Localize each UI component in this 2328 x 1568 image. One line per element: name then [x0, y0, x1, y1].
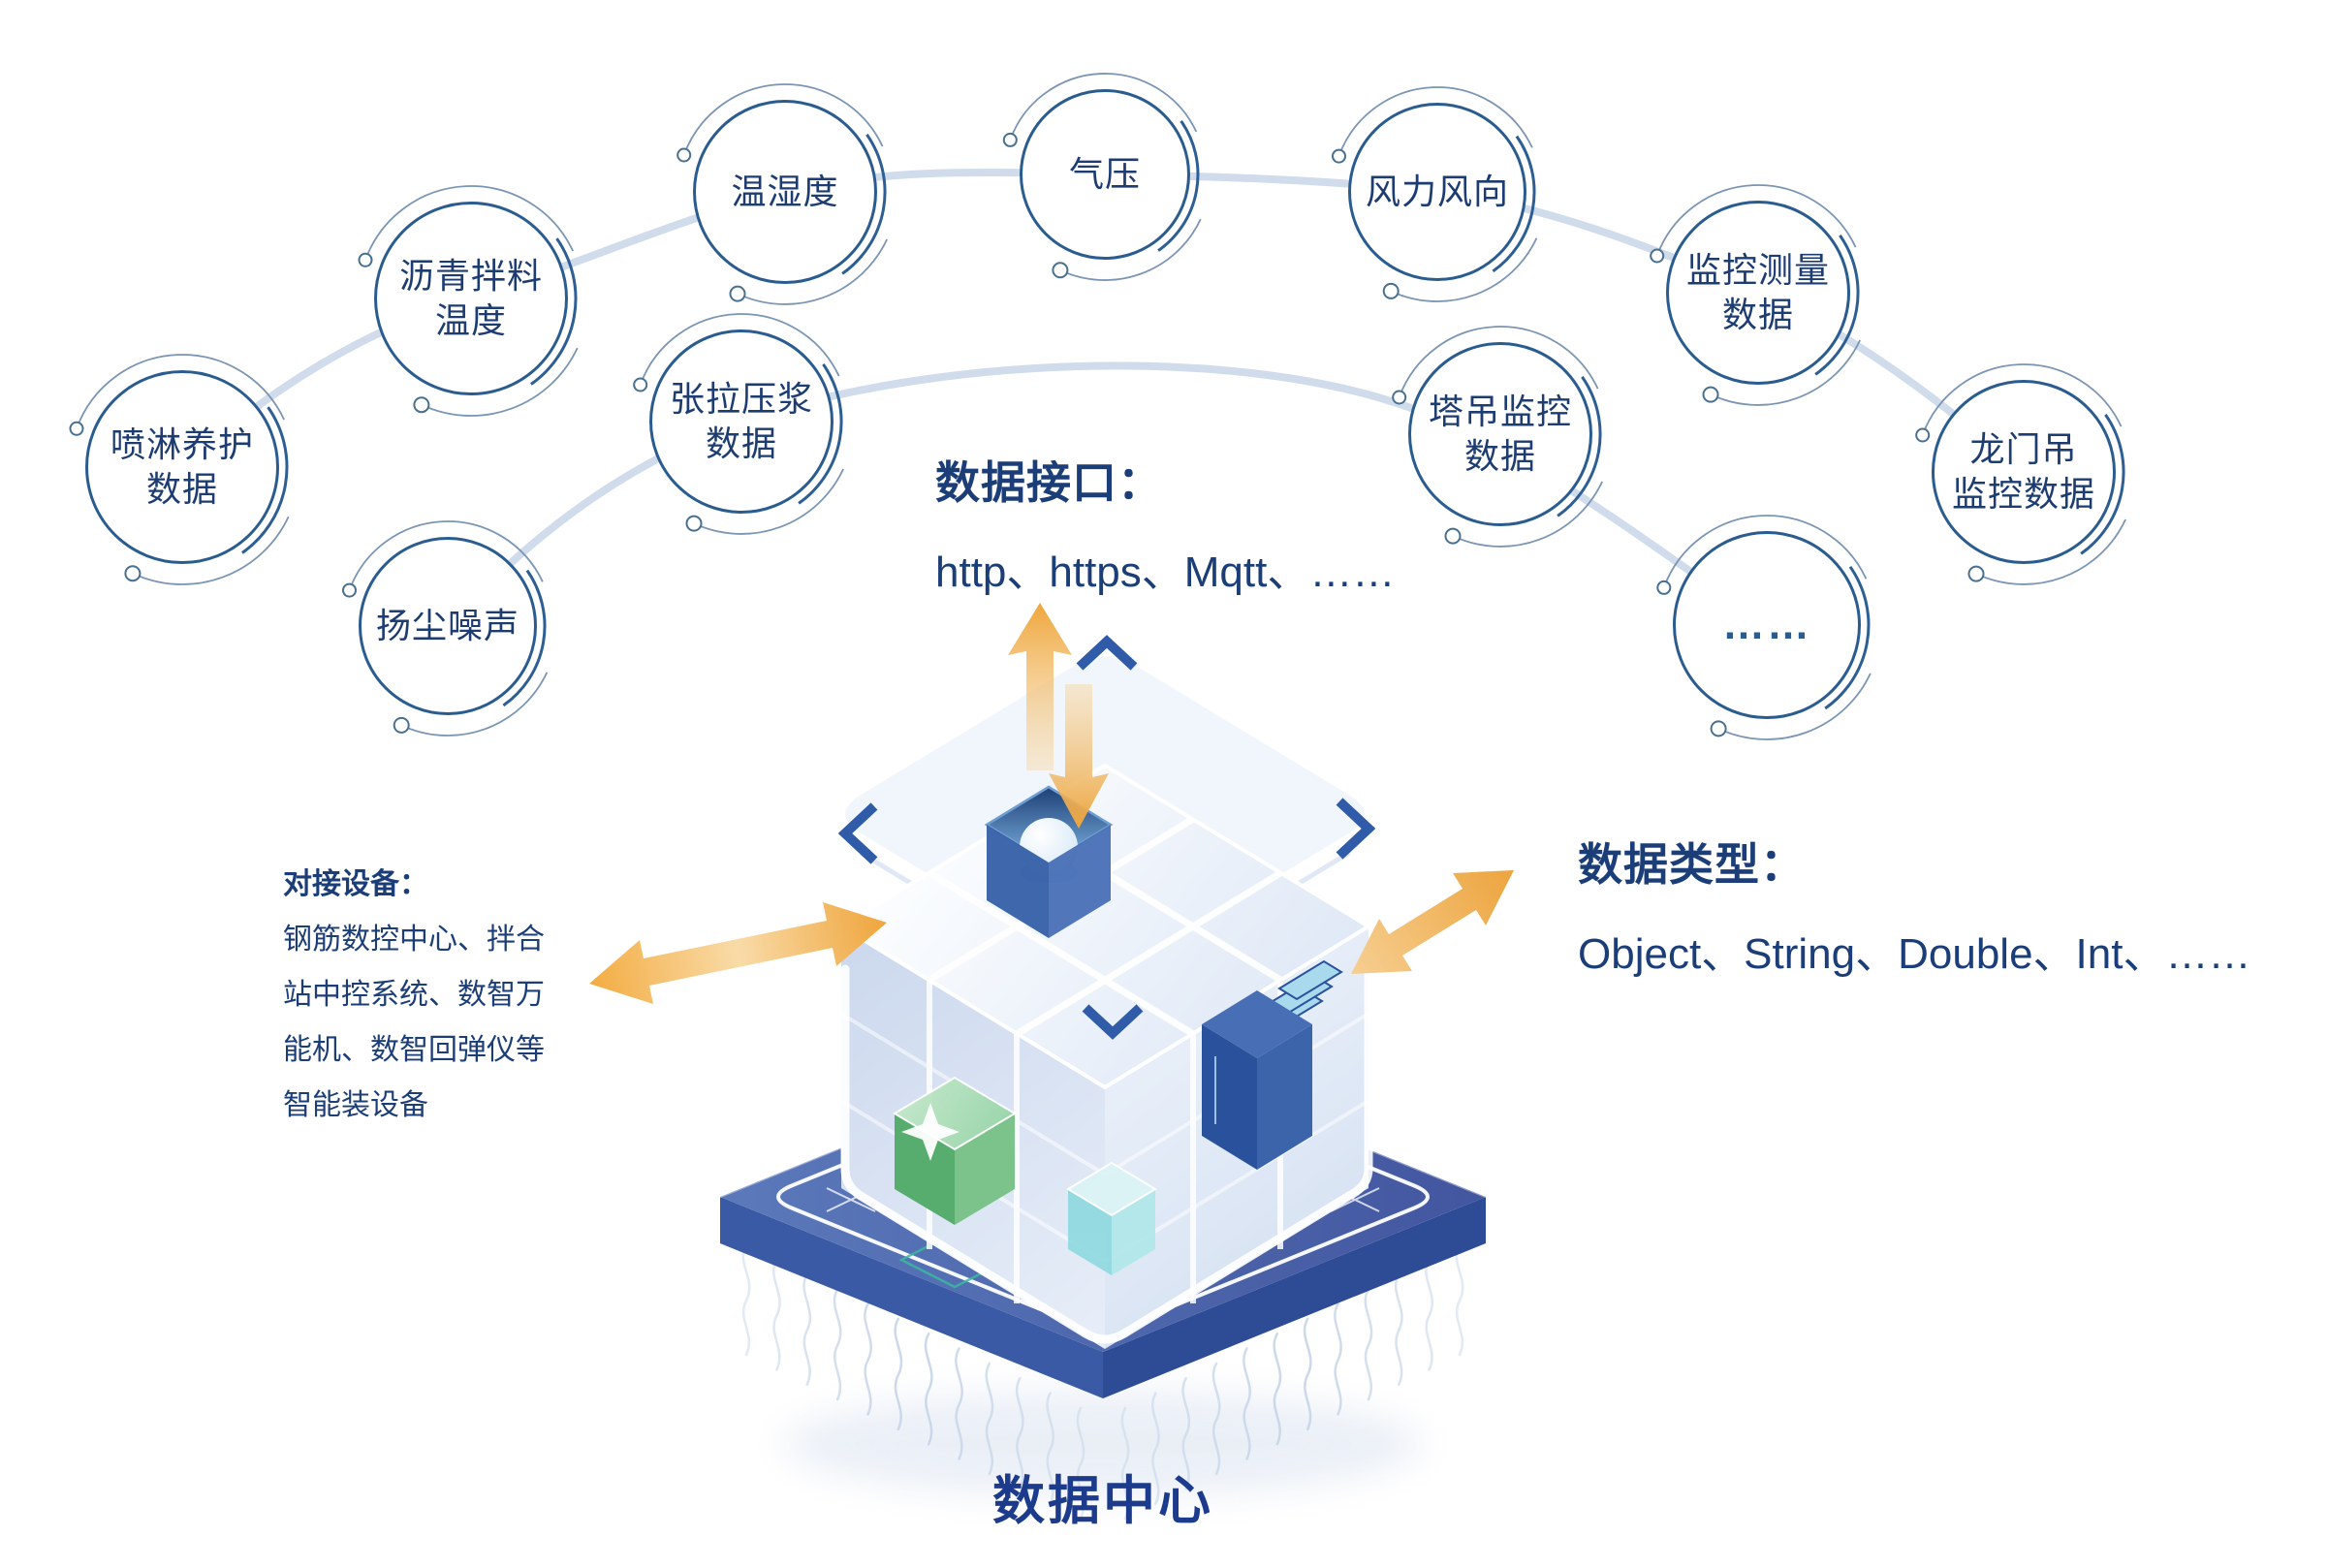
open-box-sphere-icon	[984, 785, 1114, 938]
data-center-cube	[837, 653, 1373, 1349]
node-air-pressure: 气压	[1020, 89, 1190, 260]
node-more-sources: ……	[1673, 531, 1861, 719]
down-arrow-icon	[1049, 684, 1109, 829]
node-label: 温湿度	[731, 171, 839, 211]
node-spray-curing-data: 喷淋养护 数据	[85, 370, 279, 564]
data-interface-title: 数据接口：	[935, 457, 1163, 508]
data-interface-block: 数据接口： http、https、Mqtt、……	[935, 448, 1395, 599]
node-label: ……	[1722, 600, 1811, 648]
node-monitoring-measurement-data: 监控测量 数据	[1666, 201, 1850, 385]
bracket-right-icon	[1336, 798, 1376, 860]
server-box-icon	[1202, 959, 1343, 1170]
node-label: 沥青拌料 温度	[398, 255, 543, 340]
node-tower-crane-monitoring-data: 塔吊监控 数据	[1408, 342, 1592, 526]
right-double-arrow-icon	[1351, 870, 1514, 974]
node-temperature-humidity: 温湿度	[693, 100, 877, 284]
green-cube-icon	[893, 1076, 1017, 1225]
bracket-top-icon	[1076, 635, 1138, 671]
node-gantry-crane-monitoring-data: 龙门吊 监控数据	[1932, 380, 2116, 564]
up-arrow-icon	[1008, 603, 1072, 770]
data-flow-arrows	[589, 603, 1514, 1004]
aqua-cube-icon	[1066, 1161, 1157, 1275]
node-label: 张拉压浆 数据	[669, 378, 813, 463]
node-label: 扬尘噪声	[375, 605, 519, 645]
data-type-block: 数据类型： Object、String、Double、Int、……	[1578, 830, 2250, 981]
node-decor-arcs	[69, 73, 2126, 740]
connected-devices-value: 钢筋数控中心、拌合 站中控系统、数智万 能机、数智回弹仪等 智能装设备	[283, 924, 545, 1121]
data-type-value: Object、String、Double、Int、……	[1578, 930, 2251, 978]
glass-case-rim	[840, 964, 1373, 1344]
bracket-left-icon	[837, 802, 878, 864]
node-label: 风力风向	[1365, 171, 1509, 211]
node-tension-grouting-data: 张拉压浆 数据	[649, 329, 834, 514]
node-label: 气压	[1068, 153, 1141, 194]
platform-cross-marks	[826, 1187, 1380, 1212]
signal-waves	[741, 1242, 1464, 1521]
data-interface-value: http、https、Mqtt、……	[935, 549, 1396, 596]
node-label: 龙门吊 监控数据	[1951, 428, 2095, 514]
connected-devices-title: 对接设备：	[283, 868, 428, 900]
node-label: 塔吊监控 数据	[1428, 391, 1572, 476]
diagram-title: 数据中心	[992, 1472, 1213, 1530]
corner-brackets	[837, 635, 1376, 1040]
connected-devices-block: 对接设备： 钢筋数控中心、拌合 站中控系统、数智万 能机、数智回弹仪等 智能装设…	[283, 857, 632, 1133]
node-wind-force-direction: 风力风向	[1348, 103, 1526, 281]
platform-glow	[783, 1391, 1423, 1497]
left-double-arrow-icon	[589, 902, 887, 1004]
bracket-bottom-icon	[1082, 1004, 1144, 1040]
data-type-title: 数据类型：	[1578, 839, 1806, 890]
node-label: 监控测量 数据	[1685, 249, 1830, 334]
node-label: 喷淋养护 数据	[110, 423, 254, 509]
node-dust-noise: 扬尘噪声	[359, 537, 537, 715]
node-asphalt-mix-temperature: 沥青拌料 温度	[374, 202, 568, 395]
